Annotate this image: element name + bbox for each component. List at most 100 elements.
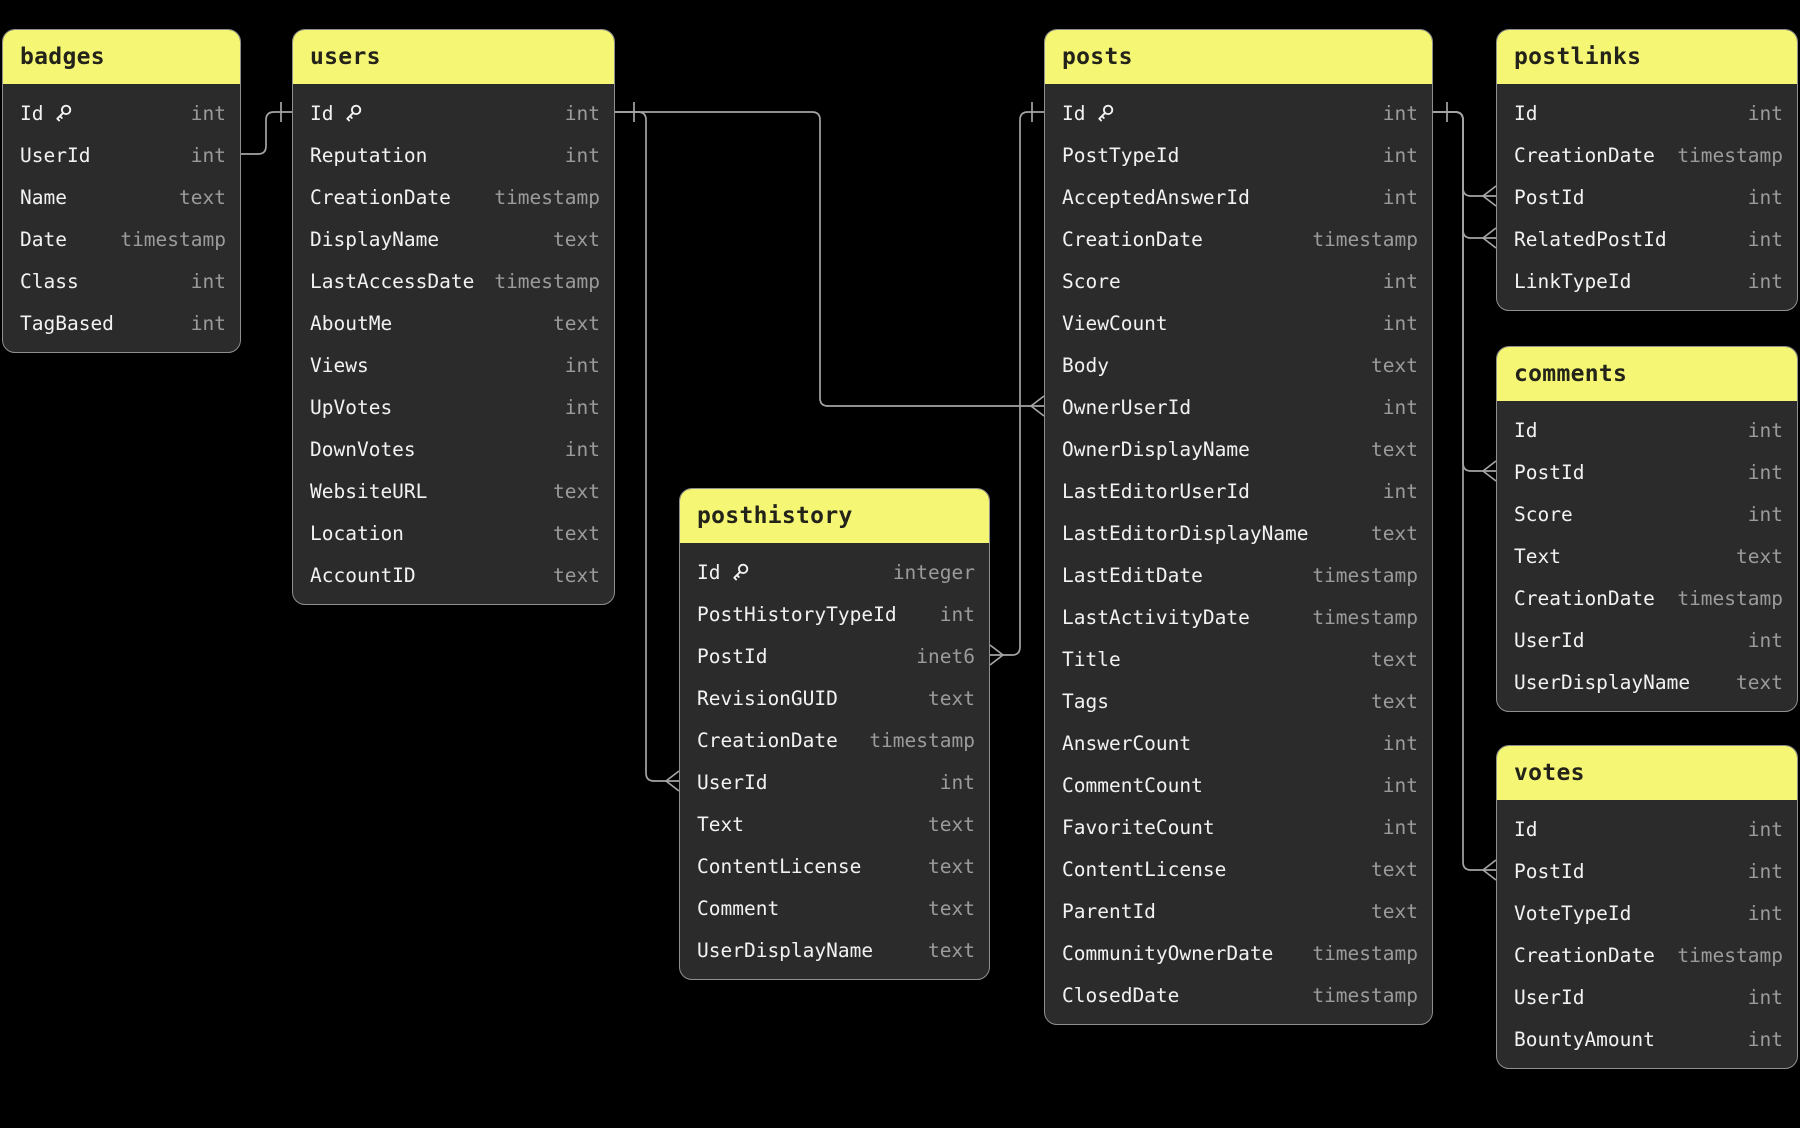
relationship-line[interactable] [1433,111,1496,197]
relationship-line[interactable] [1433,111,1496,871]
table-header-posts[interactable]: posts [1045,30,1432,84]
relationship-line[interactable] [990,111,1044,656]
table-header-users[interactable]: users [293,30,614,84]
relationship-line[interactable] [1433,111,1496,239]
relationship-line[interactable] [241,111,292,155]
relationship-posts.Id-postlinks.RelatedPostId[interactable] [1433,111,1497,249]
table-header-posthistory[interactable]: posthistory [680,489,989,543]
relationship-badges.UserId-users.Id[interactable] [241,102,292,155]
relationship-line[interactable] [615,111,1044,407]
relationship-posts.Id-votes.PostId[interactable] [1433,111,1497,881]
relationship-posts.Id-comments.PostId[interactable] [1433,111,1497,482]
table-header-postlinks[interactable]: postlinks [1497,30,1797,84]
relationship-line[interactable] [1433,111,1496,472]
table-header-comments[interactable]: comments [1497,347,1797,401]
relationship-posts.Id-posthistory.PostId[interactable] [989,102,1044,666]
relationship-posts.Id-postlinks.PostId[interactable] [1433,102,1497,207]
field-name-wrap: CreationDate [1514,587,1655,610]
table-header-votes[interactable]: votes [1497,746,1797,800]
relationship-users.Id-posts.OwnerUserId[interactable] [615,102,1045,417]
relationship-line[interactable] [615,111,679,782]
table-header-badges[interactable]: badges [3,30,240,84]
relationship-users.Id-posthistory.UserId[interactable] [615,111,680,792]
